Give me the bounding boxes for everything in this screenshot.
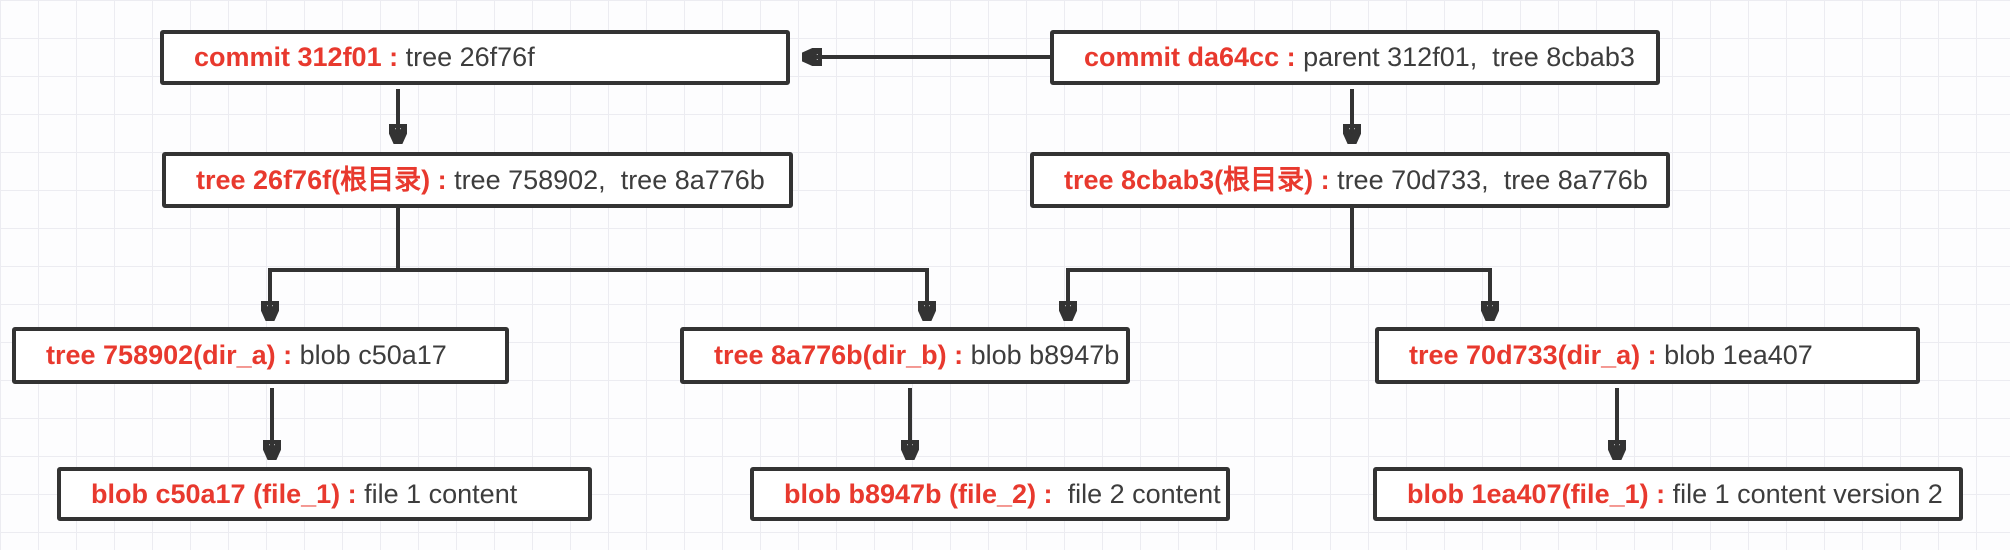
arrow-tree-8cbab3-to-tree-70d733	[1352, 268, 1490, 317]
node-detail: blob 1ea407	[1656, 340, 1813, 370]
node-detail: tree 70d733, tree 8a776b	[1329, 164, 1648, 195]
node-detail: blob c50a17	[292, 340, 447, 370]
node-blob-c50a17: blob c50a17 (file_1) : file 1 content	[57, 467, 592, 521]
node-detail: file 1 content	[356, 478, 518, 509]
node-detail: blob b8947b	[963, 340, 1120, 370]
node-label: blob 1ea407(file_1) :	[1407, 478, 1666, 509]
node-blob-b8947b: blob b8947b (file_2) : file 2 content	[750, 467, 1230, 521]
node-detail: parent 312f01, tree 8cbab3	[1295, 42, 1635, 72]
node-tree-70d733: tree 70d733(dir_a) : blob 1ea407	[1375, 327, 1920, 384]
node-label: blob b8947b (file_2) :	[784, 478, 1053, 509]
node-label: tree 8a776b(dir_b) :	[714, 340, 964, 370]
node-detail: tree 26f76f	[398, 42, 535, 72]
node-commit-312f01: commit 312f01 : tree 26f76f	[160, 30, 790, 85]
node-tree-26f76f: tree 26f76f(根目录) : tree 758902, tree 8a7…	[162, 152, 793, 208]
node-tree-758902: tree 758902(dir_a) : blob c50a17	[12, 327, 509, 384]
node-label: commit 312f01 :	[194, 42, 399, 72]
node-label: tree 70d733(dir_a) :	[1409, 340, 1657, 370]
node-commit-da64cc: commit da64cc : parent 312f01, tree 8cba…	[1050, 30, 1660, 85]
node-detail: file 2 content	[1052, 478, 1221, 509]
node-label: tree 8cbab3(根目录) :	[1064, 164, 1330, 195]
arrow-tree-26f76f-to-tree-8a776b	[398, 268, 927, 317]
arrow-tree-8cbab3-to-tree-8a776b	[1068, 268, 1352, 317]
node-detail: file 1 content version 2	[1665, 478, 1943, 509]
node-detail: tree 758902, tree 8a776b	[446, 164, 765, 195]
arrow-tree-26f76f-to-tree-758902	[270, 268, 398, 317]
node-label: blob c50a17 (file_1) :	[91, 478, 357, 509]
node-label: commit da64cc :	[1084, 42, 1296, 72]
node-blob-1ea407: blob 1ea407(file_1) : file 1 content ver…	[1373, 467, 1963, 521]
node-tree-8a776b: tree 8a776b(dir_b) : blob b8947b	[680, 327, 1130, 384]
node-tree-8cbab3: tree 8cbab3(根目录) : tree 70d733, tree 8a7…	[1030, 152, 1670, 208]
node-label: tree 26f76f(根目录) :	[196, 164, 447, 195]
node-label: tree 758902(dir_a) :	[46, 340, 293, 370]
